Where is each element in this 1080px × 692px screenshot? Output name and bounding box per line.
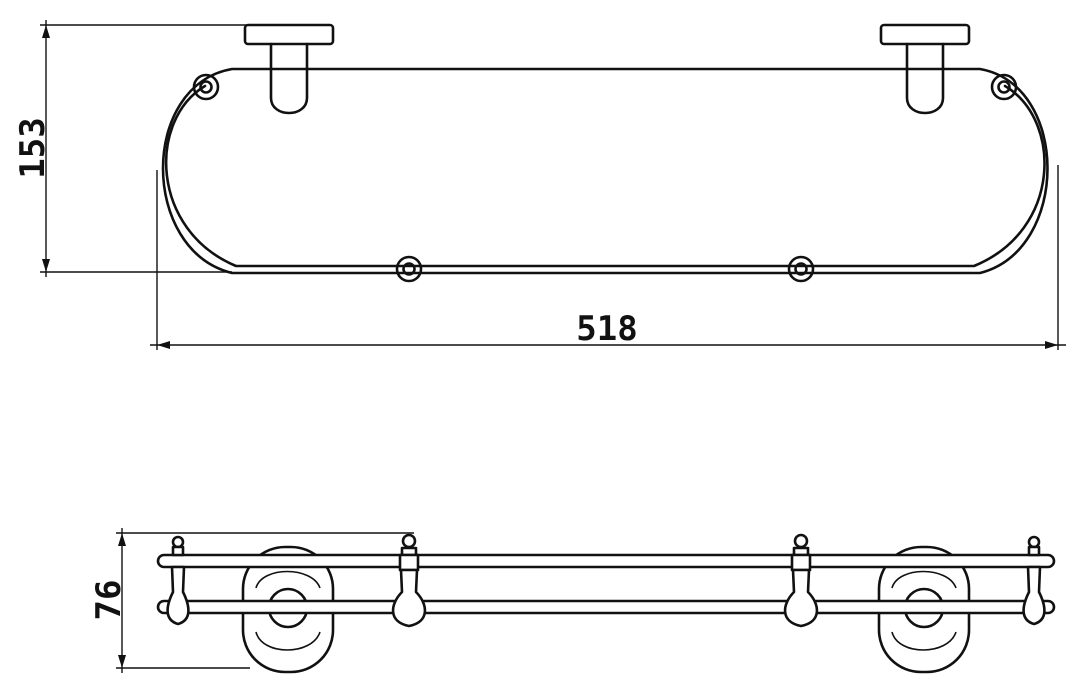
rail-outline: [165, 84, 1046, 268]
end-post-left: [166, 535, 190, 626]
dimension-depth: 153: [13, 20, 248, 277]
rail-upper: [156, 553, 1056, 569]
post-knob-top-right: [990, 73, 1018, 101]
middle-post-right: [783, 533, 819, 628]
middle-post-left: [391, 533, 427, 628]
depth-label: 153: [13, 117, 53, 178]
dimension-height: 76: [89, 528, 414, 673]
height-label: 76: [89, 580, 129, 621]
post-knob-top-left: [192, 73, 220, 101]
rail-lower: [156, 599, 1056, 615]
glass-shelf-outline: [161, 67, 1049, 275]
width-label: 518: [576, 309, 637, 349]
post-knob-bottom-left: [395, 255, 423, 283]
post-knob-bottom-right: [787, 255, 815, 283]
wall-mount-right: [879, 23, 971, 115]
end-post-right: [1022, 535, 1046, 626]
dimension-width: 518: [150, 165, 1066, 350]
wall-mount-left: [243, 23, 335, 115]
front-view: 76: [89, 528, 1056, 674]
top-view: 153 518: [13, 20, 1066, 350]
